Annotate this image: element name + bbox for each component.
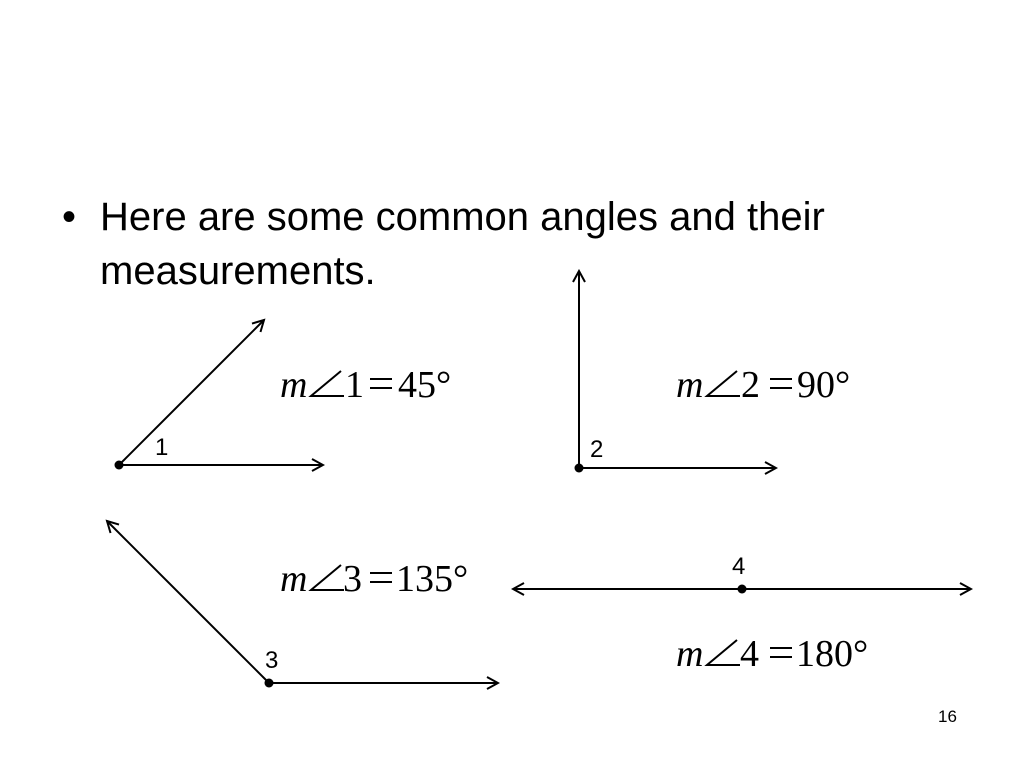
bullet-dot: • (62, 195, 77, 239)
angle-3-equation-m: m (280, 558, 307, 600)
angle-3-vertex (264, 678, 274, 688)
angle-3-equation-number: 3 (343, 558, 362, 600)
angle-2-label: 2 (590, 436, 603, 463)
angle-4-equation-value: 180° (796, 633, 868, 675)
equals-icon (370, 572, 392, 583)
angle-1-equation-value: 45° (398, 364, 451, 406)
angle-3: 3 m 3 135° (107, 521, 498, 688)
equals-icon (770, 647, 792, 658)
angle-2-equation-value: 90° (797, 364, 850, 406)
angle-symbol-icon (704, 370, 740, 397)
angle-3-equation-value: 135° (396, 558, 468, 600)
angle-4: 4 m 4 180° (513, 553, 971, 675)
angle-1-equation-number: 1 (345, 364, 364, 406)
equals-icon (370, 378, 392, 389)
angle-2-equation-m: m (676, 364, 703, 406)
angle-2-vertex (574, 463, 584, 473)
bullet-item: • Here are some common angles and their … (62, 190, 962, 298)
angle-1-ray-diagonal (118, 320, 264, 466)
angle-3-ray-diagonal (107, 521, 270, 684)
angle-4-label: 4 (732, 553, 745, 580)
angle-symbol-icon (308, 370, 344, 397)
angle-4-equation-m: m (676, 633, 703, 675)
angle-1-label: 1 (155, 434, 168, 461)
angle-2-equation: m 2 90° (676, 364, 850, 406)
angle-1-equation: m 1 45° (280, 364, 451, 406)
bullet-text: Here are some common angles and their me… (100, 195, 825, 293)
angle-1-vertex (114, 460, 124, 470)
angle-symbol-icon (704, 639, 740, 666)
angle-1: 1 m 1 45° (114, 320, 451, 470)
angle-1-equation-m: m (280, 364, 307, 406)
page-number: 16 (938, 707, 957, 726)
angle-2: 2 m 2 90° (574, 271, 850, 473)
equals-icon (770, 378, 792, 389)
angle-4-equation: m 4 180° (676, 633, 868, 675)
angle-3-label: 3 (265, 647, 278, 674)
angle-4-equation-number: 4 (740, 633, 759, 675)
angle-3-equation: m 3 135° (280, 558, 468, 600)
angle-4-vertex (737, 584, 747, 594)
angle-2-equation-number: 2 (741, 364, 760, 406)
angle-symbol-icon (308, 564, 344, 591)
